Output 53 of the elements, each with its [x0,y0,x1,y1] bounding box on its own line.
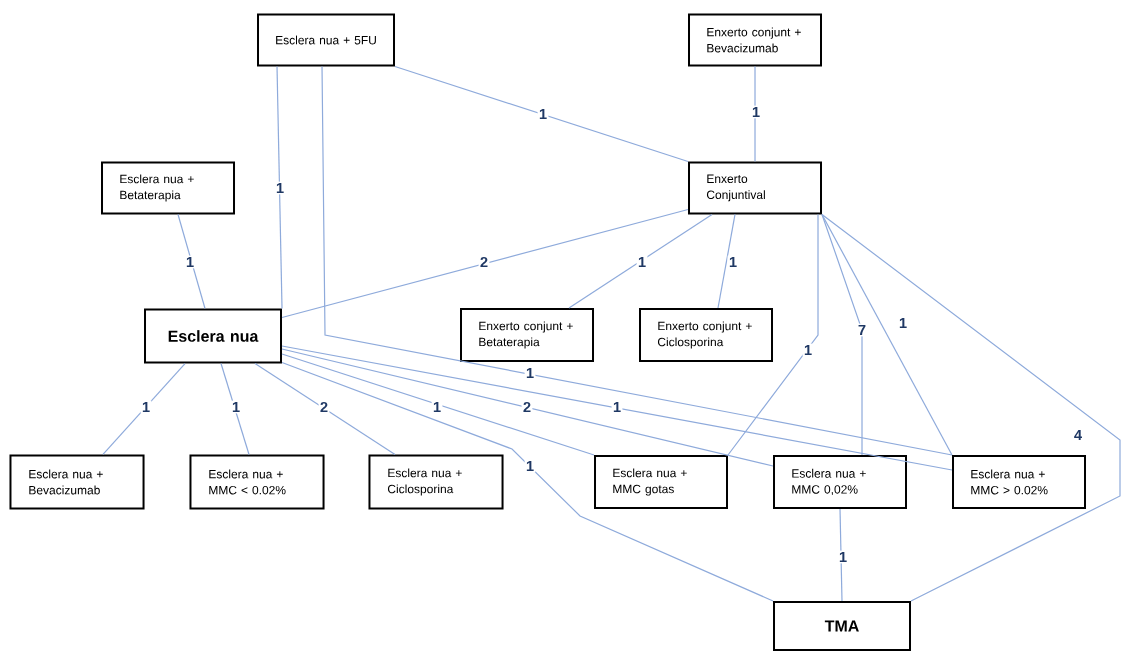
treatment-box: Esclera nua + 5FU [257,13,395,67]
treatment-box: Enxerto conjunt + Betaterapia [460,308,594,362]
connector-line [254,362,396,456]
treatment-box: Esclera nua [144,308,282,364]
connector-line [717,213,736,309]
treatment-box: Enxerto Conjuntival [688,161,822,215]
edge-label: 1 [611,400,623,414]
treatment-box: Esclera nua + MMC < 0.02% [189,454,325,510]
connector-line [281,345,953,471]
edge-label: 1 [636,255,648,269]
treatment-box: TMA [773,601,911,651]
edge-label: 1 [802,343,814,357]
connector-line [281,353,595,456]
edge-label: 2 [521,400,533,414]
edge-label: 2 [478,255,490,269]
connector-line [754,65,756,163]
connector-line [281,361,774,602]
connector-line [821,213,1121,602]
edge-label: 1 [184,255,196,269]
treatment-box: Esclera nua + MMC 0,02% [773,455,907,509]
connector-line [281,208,689,319]
treatment-box: Esclera nua + Betaterapia [101,161,235,215]
treatment-box: Esclera nua + Ciclosporina [368,454,504,510]
edge-label: 1 [274,181,286,195]
edge-label: 1 [230,400,242,414]
edge-label: 4 [1072,428,1084,442]
treatment-box: Esclera nua + MMC gotas [594,455,728,509]
edge-label: 1 [750,105,762,119]
edge-label: 1 [837,550,849,564]
connector-line [102,362,186,456]
connector-line [568,213,713,309]
connector-line [727,213,819,456]
treatment-box: Esclera nua + Bevacizumab [9,454,145,510]
connector-line [281,348,774,467]
edge-label: 1 [727,255,739,269]
edge-label: 7 [856,323,868,337]
edge-label: 1 [897,316,909,330]
edge-label: 2 [318,400,330,414]
connector-line [821,213,953,456]
edge-label: 1 [431,400,443,414]
treatment-box: Enxerto conjunt + Ciclosporina [639,308,773,362]
connector-line [276,65,283,310]
connector-line [177,213,206,310]
edge-label: 1 [140,400,152,414]
connector-line [394,65,689,163]
connector-line [220,362,250,456]
edge-label: 1 [537,107,549,121]
edge-label: 1 [524,459,536,473]
treatment-box: Enxerto conjunt + Bevacizumab [688,13,822,67]
treatment-box: Esclera nua + MMC > 0.02% [952,455,1086,509]
connector-line [839,508,843,602]
edge-label: 1 [524,366,536,380]
connector-line [321,65,953,456]
